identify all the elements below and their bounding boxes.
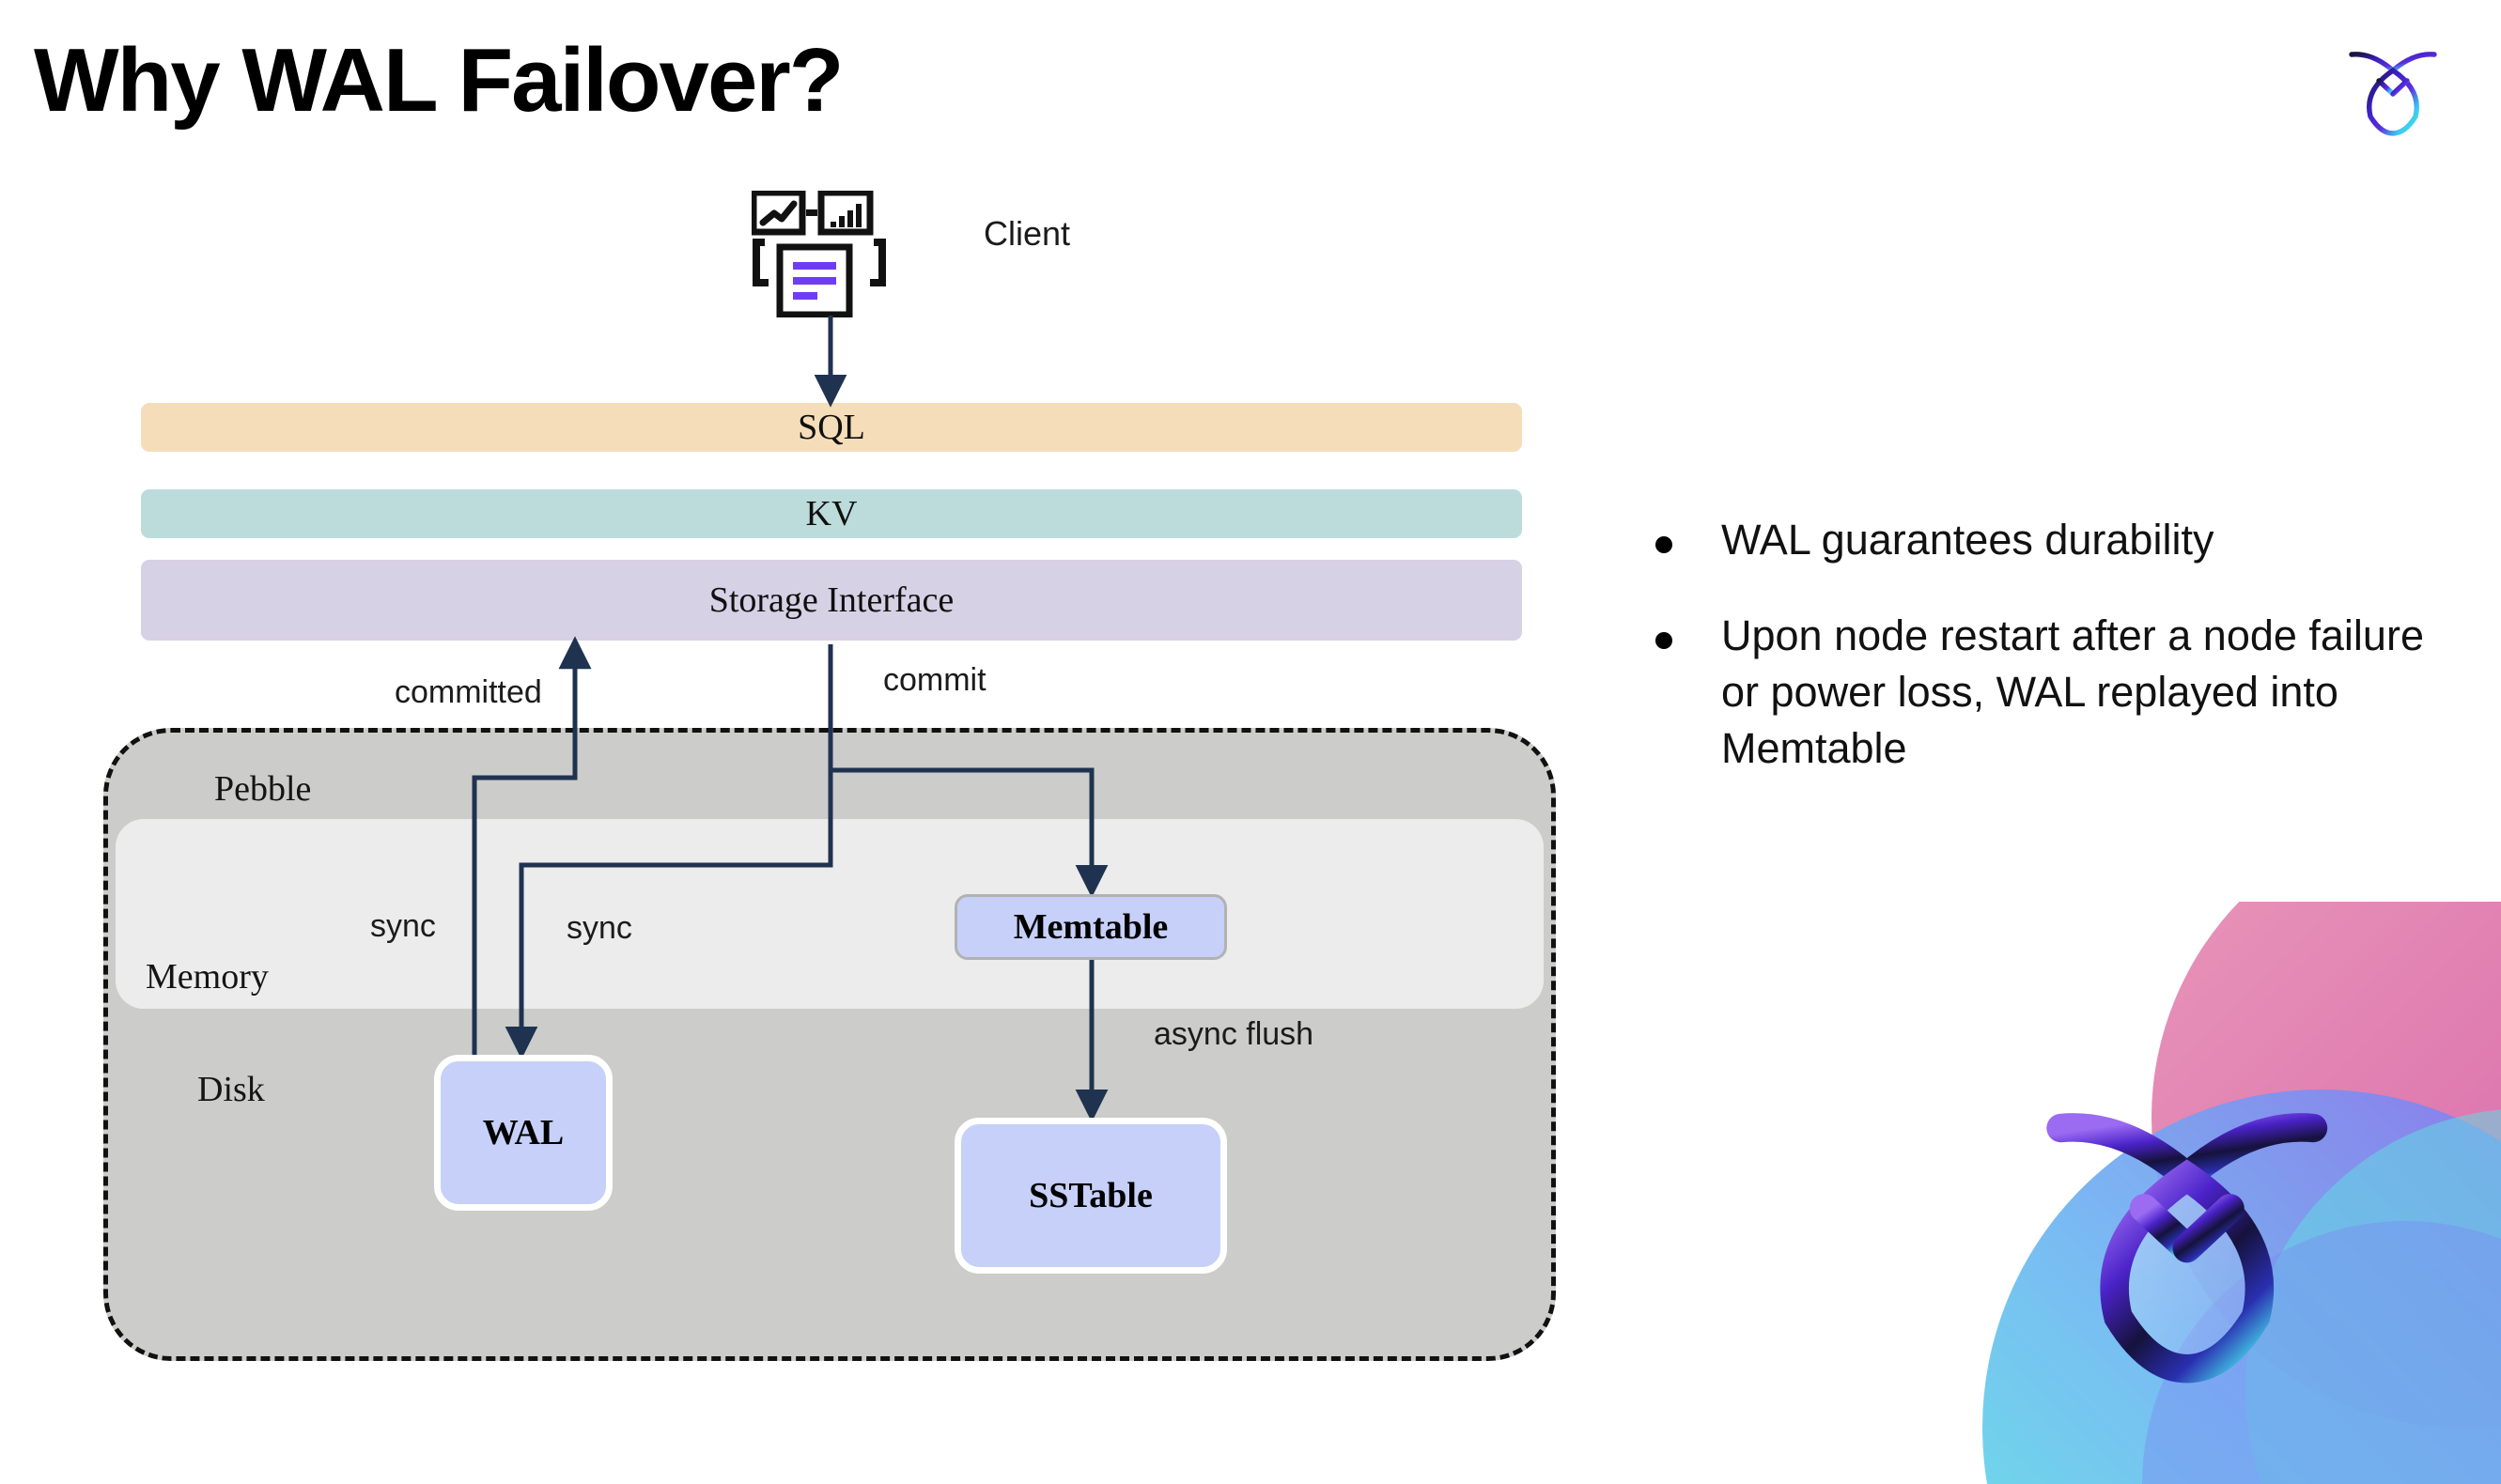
node-wal-label: WAL bbox=[482, 1113, 565, 1152]
layer-bar-storage-interface-label: Storage Interface bbox=[708, 580, 955, 620]
disk-label: Disk bbox=[197, 1070, 265, 1109]
node-memtable: Memtable bbox=[955, 894, 1227, 960]
slide-canvas: Why WAL Failover? bbox=[34, 30, 2501, 1484]
bullet-text: WAL guarantees durability bbox=[1721, 516, 2214, 564]
cockroachdb-logo-icon bbox=[2341, 36, 2445, 139]
layer-bar-sql-label: SQL bbox=[798, 408, 865, 447]
diagram-connectors bbox=[472, 316, 1109, 1122]
memory-label: Memory bbox=[146, 957, 269, 997]
bullet-text: Upon node restart after a node failure o… bbox=[1721, 611, 2424, 772]
layer-bar-sql: SQL bbox=[141, 403, 1522, 452]
node-wal: WAL bbox=[434, 1055, 613, 1211]
layer-bar-kv: KV bbox=[141, 489, 1522, 538]
node-sstable: SSTable bbox=[955, 1118, 1227, 1274]
list-item: WAL guarantees durability bbox=[1655, 512, 2435, 568]
page-title: Why WAL Failover? bbox=[34, 30, 844, 131]
node-sstable-label: SSTable bbox=[1029, 1176, 1153, 1215]
client-label: Client bbox=[984, 214, 1071, 253]
layer-bar-kv-label: KV bbox=[805, 494, 858, 533]
bullet-dot-icon bbox=[1655, 631, 1672, 649]
node-memtable-label: Memtable bbox=[1013, 907, 1169, 947]
edge-label-sync-2: sync bbox=[567, 910, 632, 946]
edge-label-sync-1: sync bbox=[370, 908, 436, 944]
client-dashboard-icon bbox=[750, 189, 900, 318]
edge-label-commit: commit bbox=[883, 662, 986, 698]
layer-bar-storage-interface: Storage Interface bbox=[141, 560, 1522, 641]
pebble-label: Pebble bbox=[214, 769, 312, 809]
bullet-dot-icon bbox=[1655, 536, 1672, 553]
list-item: Upon node restart after a node failure o… bbox=[1655, 608, 2435, 777]
edge-label-async-flush: async flush bbox=[1154, 1016, 1314, 1052]
edge-label-committed: committed bbox=[395, 674, 542, 710]
bullet-list: WAL guarantees durability Upon node rest… bbox=[1655, 512, 2435, 815]
